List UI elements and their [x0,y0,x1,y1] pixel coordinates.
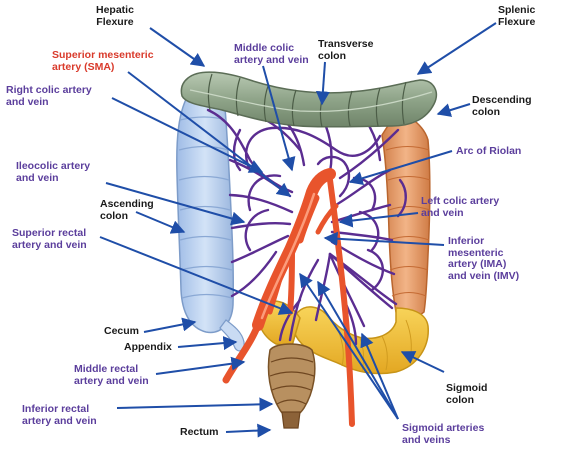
label-superior-rectal: Superior rectal artery and vein [12,228,87,251]
label-ascending-colon: Ascending colon [100,199,154,222]
label-ileocolic: Ileocolic artery and vein [16,161,90,184]
label-right-colic: Right colic artery and vein [6,85,92,108]
label-descending-colon: Descending colon [472,95,532,118]
label-transverse-colon: Transverse colon [318,39,373,62]
label-ima: Inferior mesenteric artery (IMA) and vei… [448,236,519,282]
appendix-shape [220,320,244,351]
label-cecum: Cecum [104,326,139,338]
label-sigmoid-arteries: Sigmoid arteries and veins [402,423,484,446]
label-sigmoid-colon: Sigmoid colon [446,383,487,406]
ascending-colon-shape [177,92,233,332]
label-left-colic: Left colic artery and vein [421,196,499,219]
rectum-shape [268,344,314,428]
label-rectum: Rectum [180,427,219,439]
label-inferior-rectal: Inferior rectal artery and vein [22,404,97,427]
label-appendix: Appendix [124,342,172,354]
label-hepatic-flexure: Hepatic Flexure [96,5,134,28]
label-splenic-flexure: Splenic Flexure [498,5,535,28]
label-arc-of-riolan: Arc of Riolan [456,146,521,158]
label-middle-rectal: Middle rectal artery and vein [74,364,149,387]
label-sma: Superior mesenteric artery (SMA) [52,50,154,73]
label-middle-colic: Middle colic artery and vein [234,43,309,66]
